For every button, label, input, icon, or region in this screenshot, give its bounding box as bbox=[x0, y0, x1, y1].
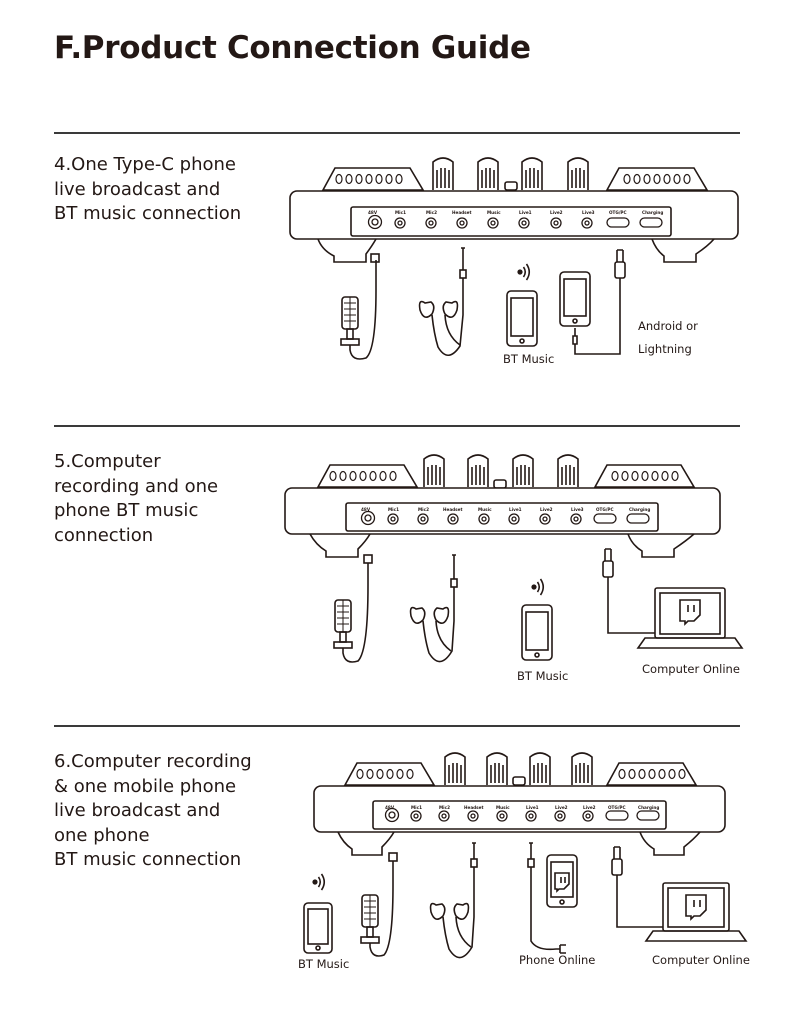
port-label: Live2 bbox=[555, 805, 568, 810]
port-label: Music bbox=[496, 805, 510, 810]
port-label: OTG/PC bbox=[608, 805, 626, 810]
knob-icon bbox=[423, 454, 579, 487]
port-label: Headset bbox=[464, 805, 484, 810]
port-label: Mic1 bbox=[395, 210, 406, 215]
phone-online-label: Phone Online bbox=[519, 953, 595, 967]
description-line: phone BT music bbox=[54, 500, 199, 521]
bt-music-label: BT Music bbox=[298, 957, 349, 971]
earphones-icon bbox=[418, 247, 467, 357]
port-label: OTG/PC bbox=[596, 507, 614, 512]
page-title: F.Product Connection Guide bbox=[54, 30, 531, 66]
connection-diagram: 48V Mic1 Mic2 Headset Music Live1 Live2 … bbox=[289, 157, 739, 366]
port-label: Charging bbox=[642, 210, 663, 215]
description-line: live broadcast and bbox=[54, 178, 221, 200]
microphone-icon bbox=[333, 554, 373, 663]
bluetooth-signal-icon bbox=[312, 873, 326, 891]
description-line: 4.One Type-C phone bbox=[54, 154, 237, 175]
bt-music-label: BT Music bbox=[517, 669, 568, 683]
sound-card-mixer bbox=[289, 157, 739, 263]
bluetooth-signal-icon bbox=[517, 263, 531, 281]
port-label: Live3 bbox=[571, 507, 584, 512]
description-line: 5.Computer bbox=[54, 451, 161, 472]
port-label: Headset bbox=[443, 507, 463, 512]
live-phone-icon bbox=[527, 842, 578, 954]
section-divider bbox=[54, 425, 740, 427]
earphones-icon bbox=[409, 554, 458, 663]
port-label: Headset bbox=[452, 210, 472, 215]
section-description: 5.Computer recording and one phone BT mu… bbox=[54, 450, 284, 548]
bt-phone-icon bbox=[506, 290, 538, 347]
port-label: Mic2 bbox=[418, 507, 429, 512]
computer-online-label: Computer Online bbox=[652, 953, 750, 967]
section-divider bbox=[54, 725, 740, 727]
audio-port-row bbox=[384, 807, 660, 823]
microphone-icon bbox=[360, 852, 398, 957]
port-label: Charging bbox=[638, 805, 659, 810]
section-description: 6.Computer recording & one mobile phone … bbox=[54, 750, 284, 873]
description-line: BT music connection bbox=[54, 203, 242, 224]
sound-card-mixer bbox=[284, 454, 721, 558]
audio-port-row bbox=[360, 510, 650, 526]
microphone-icon bbox=[340, 253, 380, 360]
description-line: recording and one bbox=[54, 475, 219, 497]
cable-type-label: Lightning bbox=[638, 342, 692, 356]
sound-card-mixer bbox=[313, 752, 726, 856]
description-line: live broadcast and bbox=[54, 800, 221, 821]
port-label: Live2 bbox=[583, 805, 596, 810]
laptop-icon bbox=[602, 548, 744, 649]
port-label: Live1 bbox=[519, 210, 532, 215]
description-line: BT music connection bbox=[54, 849, 242, 870]
port-label: Mic2 bbox=[439, 805, 450, 810]
audio-port-row bbox=[367, 214, 663, 230]
port-label: Mic2 bbox=[426, 210, 437, 215]
knob-icon bbox=[432, 157, 589, 190]
port-label: Music bbox=[478, 507, 492, 512]
port-label: Live1 bbox=[526, 805, 539, 810]
live-phone-icon bbox=[559, 249, 626, 355]
cable-type-label: Android or bbox=[638, 319, 698, 333]
port-label: 48V bbox=[368, 210, 378, 215]
port-label: Mic1 bbox=[411, 805, 422, 810]
port-label: Mic1 bbox=[388, 507, 399, 512]
description-line: & one mobile phone bbox=[54, 775, 237, 797]
bt-music-label: BT Music bbox=[503, 352, 554, 366]
knob-icon bbox=[444, 752, 593, 785]
connection-diagram: 48V Mic1 Mic2 Headset Music Live1 Live2 … bbox=[298, 752, 750, 971]
description-line: 6.Computer recording bbox=[54, 751, 252, 772]
earphones-icon bbox=[429, 842, 478, 959]
port-label: Live2 bbox=[550, 210, 563, 215]
port-label: Music bbox=[487, 210, 501, 215]
section-divider bbox=[54, 132, 740, 134]
port-label: 48V bbox=[361, 507, 371, 512]
port-label: Live2 bbox=[540, 507, 553, 512]
connection-diagram: 48V Mic1 Mic2 Headset Music Live1 Live2 … bbox=[284, 454, 744, 683]
section-description: 4.One Type-C phone live broadcast and BT… bbox=[54, 153, 284, 227]
bluetooth-signal-icon bbox=[531, 578, 545, 596]
port-label: Live1 bbox=[509, 507, 522, 512]
port-label: Charging bbox=[629, 507, 650, 512]
bt-phone-icon bbox=[303, 902, 333, 954]
port-label: Live3 bbox=[582, 210, 595, 215]
port-label: OTG/PC bbox=[609, 210, 627, 215]
description-line: connection bbox=[54, 524, 154, 546]
description-line: one phone bbox=[54, 824, 150, 846]
port-label: 48V bbox=[385, 805, 395, 810]
computer-online-label: Computer Online bbox=[642, 662, 740, 676]
laptop-icon bbox=[611, 846, 748, 942]
bt-phone-icon bbox=[521, 604, 553, 661]
